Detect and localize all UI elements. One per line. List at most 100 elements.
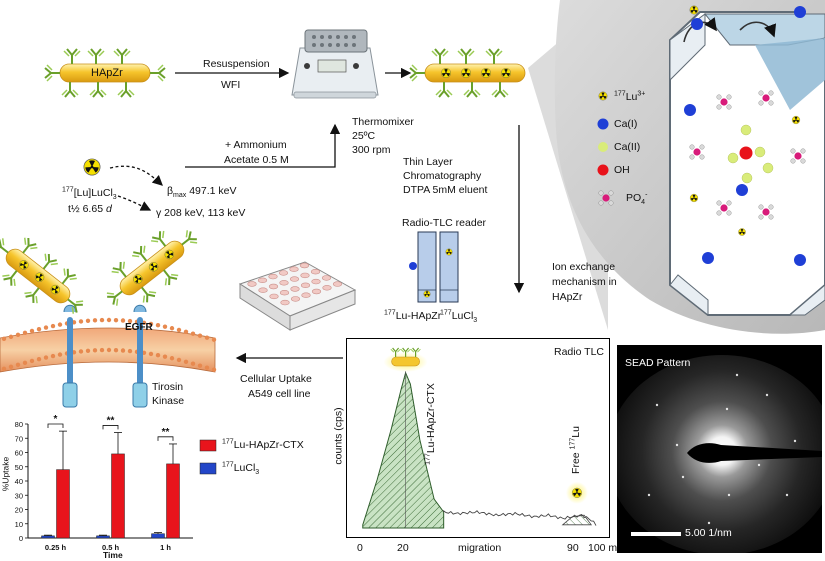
phosphate-group (790, 148, 806, 164)
lipid-head (1, 366, 7, 372)
lipid-head (155, 353, 161, 358)
bar-lucl3 (96, 535, 110, 539)
culture-well (257, 277, 268, 283)
lipid-head (183, 329, 189, 334)
lipid-head (120, 348, 126, 353)
lipid-head (99, 347, 105, 353)
lipid-head (36, 327, 42, 332)
culture-well (279, 290, 290, 296)
ammonium-line1: + Ammonium (225, 139, 287, 151)
hapzr-label: HApZr (91, 67, 123, 79)
legend-lu-icon (598, 91, 608, 101)
bound-nanorod-right (104, 228, 200, 308)
lipid-head (15, 332, 21, 338)
lipid-head (36, 357, 42, 362)
lipid-head (197, 363, 203, 368)
beta-emission-arrow (109, 165, 163, 186)
lipid-head (106, 317, 112, 323)
lu177-radiation-icon (83, 158, 101, 176)
significance-bracket (157, 436, 174, 441)
peak-label: 177Lu-HApZr-CTX (424, 383, 437, 465)
ca2-atom (754, 146, 766, 158)
crystal-atoms (597, 5, 806, 266)
legend-ca2-icon (598, 142, 608, 152)
ca1-atom (691, 18, 703, 30)
culture-well (310, 269, 321, 275)
significance-marker: ** (162, 427, 170, 438)
thermomixer-speed: 300 rpm (352, 144, 391, 156)
ion-exchange-line1: Ion exchange (552, 261, 616, 273)
free-lu-icon (571, 487, 583, 499)
legend-lu177: 177Lu3+ (614, 90, 646, 104)
beta-energy-label: βmax 497.1 keV (167, 185, 237, 200)
culture-well (269, 293, 279, 300)
phosphate-group (689, 144, 705, 160)
lipid-head (15, 362, 21, 368)
bar-ylabel: %Uptake (0, 456, 11, 492)
lipid-head (29, 328, 35, 334)
half-life-label: t½ 6.65 d (68, 203, 112, 215)
crystal-magnification (528, 0, 825, 334)
diffraction-spot (765, 393, 769, 397)
culture-well (278, 270, 289, 276)
bar-lucl3 (151, 533, 165, 539)
main-peak (362, 371, 445, 529)
cell-culture-plate (238, 261, 357, 331)
radio-tlc-title: Radio TLC (554, 346, 604, 358)
lipid-head (211, 367, 217, 372)
y-tick-label: 40 (15, 477, 23, 486)
culture-well (279, 280, 289, 286)
legend-swatch-ctx (199, 439, 217, 452)
ca1-atom (702, 252, 714, 264)
culture-well (290, 286, 300, 292)
culture-well (268, 283, 279, 290)
bar-lu-hapzr-ctx (111, 453, 125, 539)
lipid-head (148, 321, 154, 327)
diffraction-spot (735, 373, 739, 377)
ca1-atom (736, 184, 748, 196)
culture-well (322, 285, 332, 291)
lipid-head (169, 326, 175, 331)
lipid-head (190, 361, 196, 366)
thermomixer-title: Thermomixer (352, 116, 414, 128)
sead-scale-label: 5.00 1/nm (685, 527, 732, 539)
lu-site (689, 193, 699, 203)
diffraction-spot (727, 493, 731, 497)
culture-well (311, 288, 322, 295)
ion-exchange-line3: HApZr (552, 291, 583, 303)
phosphate-group (716, 200, 732, 216)
egfr-label: EGFR (125, 322, 153, 333)
ammonium-line2: Acetate 0.5 M (224, 154, 289, 166)
lipid-head (22, 330, 28, 336)
lipid-head (106, 347, 112, 353)
lipid-head (57, 352, 63, 357)
diffraction-spot (707, 521, 711, 525)
significance-bracket (102, 425, 119, 430)
radio-tlc-reader-label: Radio-TLC reader (402, 217, 487, 229)
y-tick-label: 30 (15, 491, 23, 500)
significance-marker: ** (107, 415, 115, 426)
peak-nanorod (391, 356, 420, 367)
ion-exchange-line2: mechanism in (552, 276, 617, 288)
diffraction-spot (725, 407, 729, 411)
category-label: 1 h (160, 543, 171, 552)
radiolabelled-nanorod (409, 48, 526, 98)
lipid-head (176, 357, 182, 363)
legend-ca1-icon (597, 118, 609, 130)
lu-site (738, 228, 746, 236)
legend-ca1: Ca(I) (614, 118, 638, 130)
category-label: 0.5 h (102, 543, 120, 552)
tick-20: 20 (397, 542, 409, 554)
lipid-head (127, 318, 133, 324)
lipid-head (204, 365, 210, 370)
lipid-head (29, 358, 35, 364)
bar-xlabel: Time (103, 550, 123, 560)
legend-swatch-lucl3 (199, 462, 217, 475)
sead-title: SEAD Pattern (625, 357, 691, 369)
legend-ca2: Ca(II) (614, 141, 641, 153)
tick-100: 100 mm (588, 542, 626, 554)
culture-well (300, 272, 310, 279)
gamma-emission-arrow (117, 195, 152, 211)
bound-nanorod-left (0, 235, 86, 316)
